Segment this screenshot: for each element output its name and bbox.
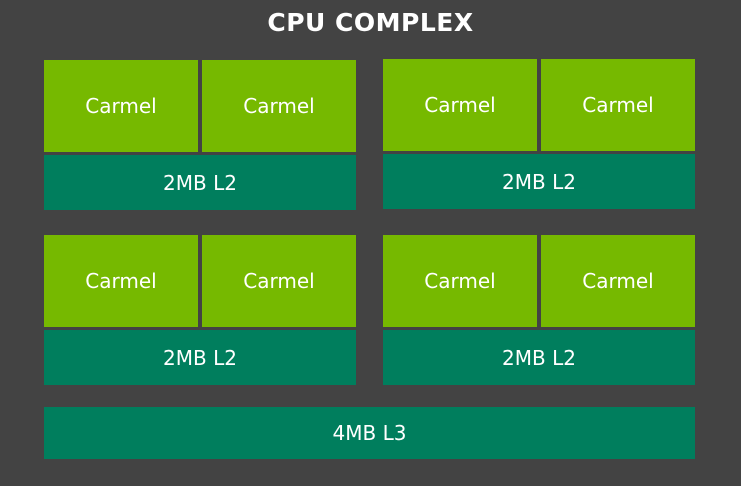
l2-cache-1: 2MB L2: [44, 155, 356, 210]
carmel-core-6: Carmel: [202, 235, 356, 327]
diagram-title: CPU COMPLEX: [267, 8, 474, 37]
cpu-cluster-2: Carmel Carmel 2MB L2: [383, 59, 695, 209]
carmel-core-1: Carmel: [44, 60, 198, 152]
carmel-core-8: Carmel: [541, 235, 695, 327]
carmel-core-7: Carmel: [383, 235, 537, 327]
l3-cache: 4MB L3: [44, 407, 695, 459]
l2-cache-2: 2MB L2: [383, 154, 695, 209]
l2-cache-3: 2MB L2: [44, 330, 356, 385]
cpu-cluster-3: Carmel Carmel 2MB L2: [44, 235, 356, 385]
cpu-cluster-4: Carmel Carmel 2MB L2: [383, 235, 695, 385]
carmel-core-5: Carmel: [44, 235, 198, 327]
carmel-core-4: Carmel: [541, 59, 695, 151]
carmel-core-2: Carmel: [202, 60, 356, 152]
cpu-cluster-1: Carmel Carmel 2MB L2: [44, 60, 356, 210]
carmel-core-3: Carmel: [383, 59, 537, 151]
l2-cache-4: 2MB L2: [383, 330, 695, 385]
